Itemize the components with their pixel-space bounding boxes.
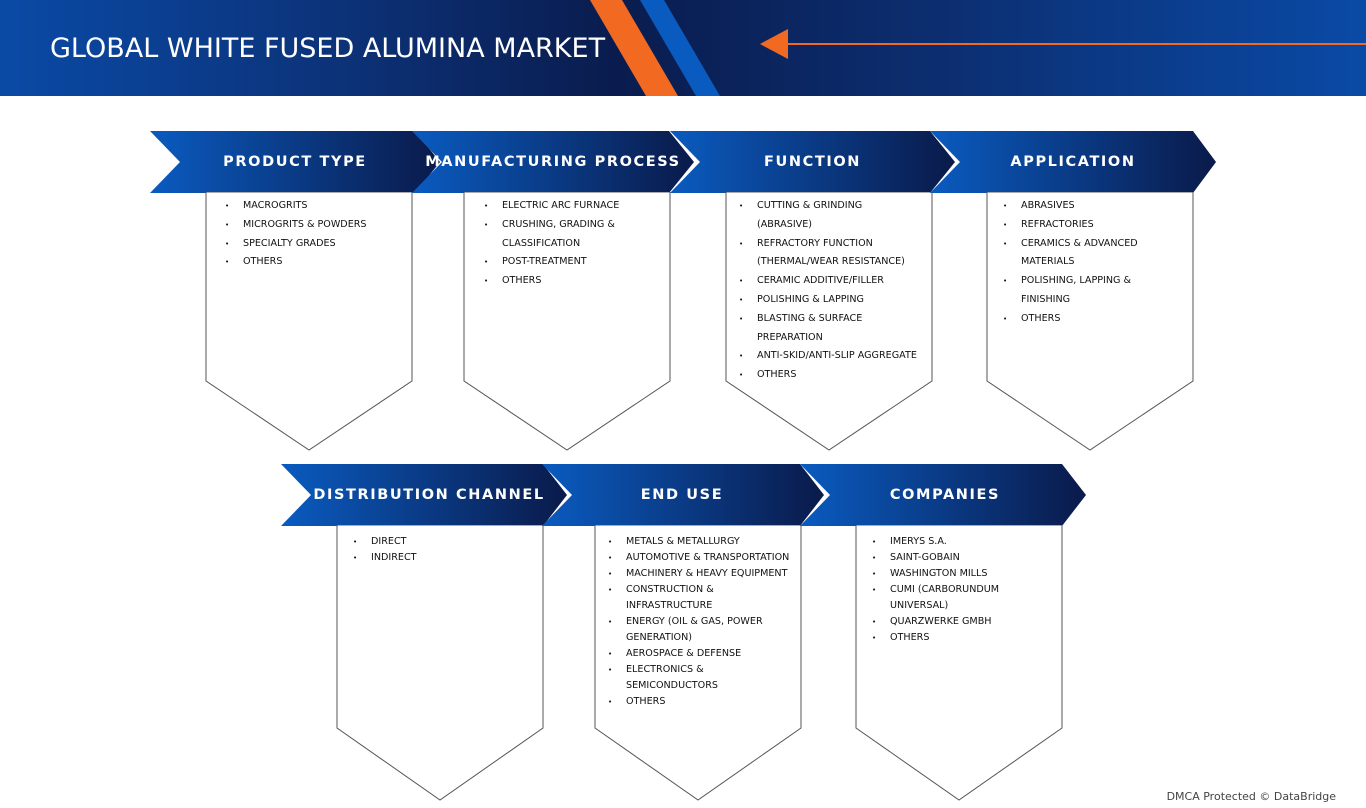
list-item: CONSTRUCTION & INFRASTRUCTURE — [608, 582, 726, 614]
list-item: OTHERS — [739, 366, 917, 385]
list-item: OTHERS — [484, 272, 634, 291]
segment-companies: COMPANIES — [800, 464, 1086, 804]
header-decoration — [590, 0, 1366, 96]
list-item: OTHERS — [225, 253, 405, 272]
segment-banner — [800, 464, 1086, 526]
segment-title: COMPANIES — [889, 487, 1001, 503]
segment-panel — [336, 525, 544, 801]
segment-product-type: PRODUCT TYPE — [150, 131, 440, 451]
segment-banner — [542, 464, 824, 526]
segment-items-list: IMERYS S.A. SAINT-GOBAIN WASHINGTON MILL… — [872, 534, 1012, 646]
list-item: IMERYS S.A. — [872, 534, 1012, 550]
list-item: MICROGRITS & POWDERS — [225, 216, 405, 235]
segment-end-use: END USE — [542, 464, 824, 804]
list-item: QUARZWERKE GMBH — [872, 614, 1012, 630]
segment-title: END USE — [640, 487, 724, 503]
page-title: GLOBAL WHITE FUSED ALUMINA MARKET — [50, 33, 606, 64]
footer-copyright: DMCA Protected © DataBridge — [1166, 790, 1336, 803]
segment-title: DISTRIBUTION CHANNEL — [313, 487, 545, 503]
orange-stripe — [590, 0, 678, 96]
list-item: REFRACTORIES — [1003, 216, 1153, 235]
list-item: MACROGRITS — [225, 197, 405, 216]
header-banner: GLOBAL WHITE FUSED ALUMINA MARKET — [0, 0, 1366, 96]
segment-items-list: CUTTING & GRINDING (ABRASIVE) REFRACTORY… — [739, 197, 917, 385]
segment-items-list: METALS & METALLURGY AUTOMOTIVE & TRANSPO… — [608, 534, 796, 710]
list-item: OTHERS — [872, 630, 1012, 646]
list-item: ENERGY (OIL & GAS, POWER GENERATION) — [608, 614, 766, 646]
list-item: DIRECT — [353, 534, 503, 550]
segment-items-list: ELECTRIC ARC FURNACE CRUSHING, GRADING &… — [484, 197, 634, 291]
list-item: CERAMIC ADDITIVE/FILLER — [739, 272, 917, 291]
segment-title: MANUFACTURING PROCESS — [425, 154, 681, 170]
list-item: ABRASIVES — [1003, 197, 1153, 216]
segment-banner — [930, 131, 1216, 193]
list-item: AEROSPACE & DEFENSE — [608, 646, 796, 662]
segment-title: PRODUCT TYPE — [223, 154, 367, 170]
segment-banner — [670, 131, 955, 193]
segment-application: APPLICATION — [930, 131, 1216, 451]
list-item: ANTI-SKID/ANTI-SLIP AGGREGATE — [739, 347, 917, 366]
segment-items-list: MACROGRITS MICROGRITS & POWDERS SPECIALT… — [225, 197, 405, 272]
segment-items-list: ABRASIVES REFRACTORIES CERAMICS & ADVANC… — [1003, 197, 1153, 329]
list-item: MACHINERY & HEAVY EQUIPMENT — [608, 566, 796, 582]
list-item: POLISHING & LAPPING — [739, 291, 917, 310]
segment-function: FUNCTION — [670, 131, 955, 451]
left-arrow-icon — [760, 29, 788, 59]
list-item: ELECTRIC ARC FURNACE — [484, 197, 634, 216]
list-item: SAINT-GOBAIN — [872, 550, 1012, 566]
list-item: POST-TREATMENT — [484, 253, 634, 272]
segment-banner — [412, 131, 694, 193]
list-item: CUMI (CARBORUNDUM UNIVERSAL) — [872, 582, 1012, 614]
list-item: AUTOMOTIVE & TRANSPORTATION — [608, 550, 796, 566]
segment-banner — [281, 464, 567, 526]
list-item: INDIRECT — [353, 550, 503, 566]
list-item: BLASTING & SURFACE PREPARATION — [739, 310, 917, 348]
list-item: OTHERS — [1003, 310, 1153, 329]
segment-title: FUNCTION — [763, 154, 861, 170]
list-item: REFRACTORY FUNCTION (THERMAL/WEAR RESIST… — [739, 235, 917, 273]
list-item: METALS & METALLURGY — [608, 534, 796, 550]
list-item: OTHERS — [608, 694, 796, 710]
list-item: WASHINGTON MILLS — [872, 566, 1012, 582]
blue-stripe — [640, 0, 720, 96]
segment-items-list: DIRECT INDIRECT — [353, 534, 503, 566]
list-item: ELECTRONICS & SEMICONDUCTORS — [608, 662, 796, 694]
segment-manufacturing-process: MANUFACTURING PROCESS — [412, 131, 694, 451]
list-item: CUTTING & GRINDING (ABRASIVE) — [739, 197, 917, 235]
list-item: SPECIALTY GRADES — [225, 235, 405, 254]
segment-distribution-channel: DISTRIBUTION CHANNEL — [281, 464, 567, 804]
list-item: CRUSHING, GRADING & CLASSIFICATION — [484, 216, 634, 254]
list-item: POLISHING, LAPPING & FINISHING — [1003, 272, 1153, 310]
list-item: CERAMICS & ADVANCED MATERIALS — [1003, 235, 1153, 273]
segment-title: APPLICATION — [1010, 154, 1136, 170]
segment-banner — [150, 131, 440, 193]
